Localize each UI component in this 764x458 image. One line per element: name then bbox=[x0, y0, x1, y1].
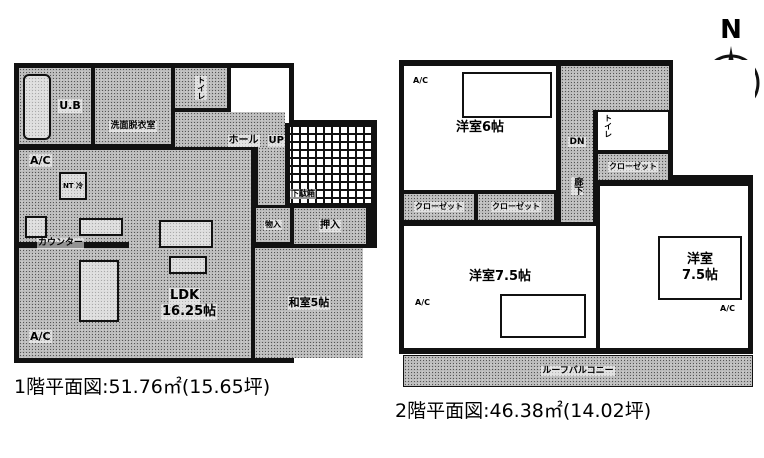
label-ac-2f-1: A/C bbox=[412, 76, 429, 86]
coffee-table bbox=[169, 256, 207, 274]
room-storage: 物入 bbox=[256, 208, 290, 242]
room-toilet-2f: トイレ bbox=[598, 112, 668, 150]
label-japanese-room: 和室5帖 bbox=[287, 296, 331, 310]
room-western-6: A/C 洋室6帖 bbox=[404, 66, 556, 190]
floor2-notch bbox=[673, 60, 755, 180]
label-oshiire: 押入 bbox=[319, 220, 341, 232]
closet-3: クローゼット bbox=[598, 154, 668, 180]
room-unit-bath: U.B bbox=[19, 68, 91, 144]
label-toilet-2f: トイレ bbox=[602, 114, 614, 138]
label-ub: U.B bbox=[58, 99, 82, 113]
label-ac-2f-3: A/C bbox=[719, 304, 736, 314]
label-counter: カウンター bbox=[37, 238, 85, 249]
label-ac-ldk-2: A/C bbox=[29, 330, 52, 344]
label-closet-2: クローゼット bbox=[491, 202, 541, 212]
roof-balcony: ルーフバルコニー bbox=[403, 355, 753, 387]
room-entrance: 下駄箱 bbox=[290, 125, 372, 203]
label-ac-2f-2: A/C bbox=[414, 298, 431, 308]
label-fridge: NT 冷 bbox=[62, 182, 84, 190]
compass-label: N bbox=[720, 15, 742, 45]
label-down: DN bbox=[568, 136, 586, 148]
label-closet-1: クローゼット bbox=[414, 202, 464, 212]
label-toilet-1f: トイレ bbox=[195, 76, 207, 100]
room-toilet-1f: トイレ bbox=[175, 68, 227, 108]
hallway-2f: DN 廊下 bbox=[561, 110, 593, 222]
label-washroom: 洗面脱衣室 bbox=[109, 121, 157, 132]
label-shoebox: 下駄箱 bbox=[290, 189, 316, 199]
bed bbox=[462, 72, 552, 118]
label-hallway: 廊下 bbox=[570, 177, 584, 196]
floor2-notch-wall bbox=[668, 175, 753, 183]
closet-2: クローゼット bbox=[478, 194, 554, 220]
label-up: UP bbox=[267, 135, 285, 147]
stove bbox=[25, 216, 47, 238]
sofa bbox=[159, 220, 213, 248]
label-ac-ldk-1: A/C bbox=[29, 154, 52, 168]
room-western-75-right: 洋室 7.5帖 A/C bbox=[600, 186, 748, 348]
label-ldk-size: 16.25帖 bbox=[161, 304, 218, 320]
label-ldk: LDK bbox=[169, 288, 201, 304]
dining-table bbox=[79, 260, 119, 322]
bed bbox=[500, 294, 586, 338]
floor1-caption: 1階平面図:51.76㎡(15.65坪) bbox=[14, 376, 271, 398]
room-western-75-left: 洋室7.5帖 A/C bbox=[404, 226, 596, 348]
room-oshiire: 押入 bbox=[294, 208, 366, 244]
label-western-right-1: 洋室 bbox=[685, 252, 714, 268]
label-hall: ホール bbox=[227, 135, 260, 147]
stairs-2f[interactable] bbox=[561, 66, 669, 110]
bathtub bbox=[23, 74, 51, 140]
room-ldk: A/C NT 冷 カウンター LDK 16.25帖 A/C bbox=[19, 150, 251, 358]
bed: 洋室 7.5帖 bbox=[658, 236, 742, 300]
label-western-75-left: 洋室7.5帖 bbox=[467, 269, 533, 285]
hall-corridor bbox=[258, 147, 285, 205]
label-western-right-2: 7.5帖 bbox=[680, 268, 720, 284]
label-closet-3: クローゼット bbox=[608, 162, 658, 172]
label-storage: 物入 bbox=[264, 220, 282, 230]
room-hall: ホール UP bbox=[175, 112, 285, 147]
label-western-6: 洋室6帖 bbox=[454, 120, 506, 136]
sink bbox=[79, 218, 123, 236]
room-washroom: 洗面脱衣室 bbox=[95, 68, 171, 144]
fridge: NT 冷 bbox=[59, 172, 87, 200]
label-balcony: ルーフバルコニー bbox=[541, 365, 615, 377]
floor2-caption: 2階平面図:46.38㎡(14.02坪) bbox=[395, 400, 652, 422]
room-japanese: 和室5帖 bbox=[255, 248, 363, 358]
closet-1: クローゼット bbox=[404, 194, 474, 220]
